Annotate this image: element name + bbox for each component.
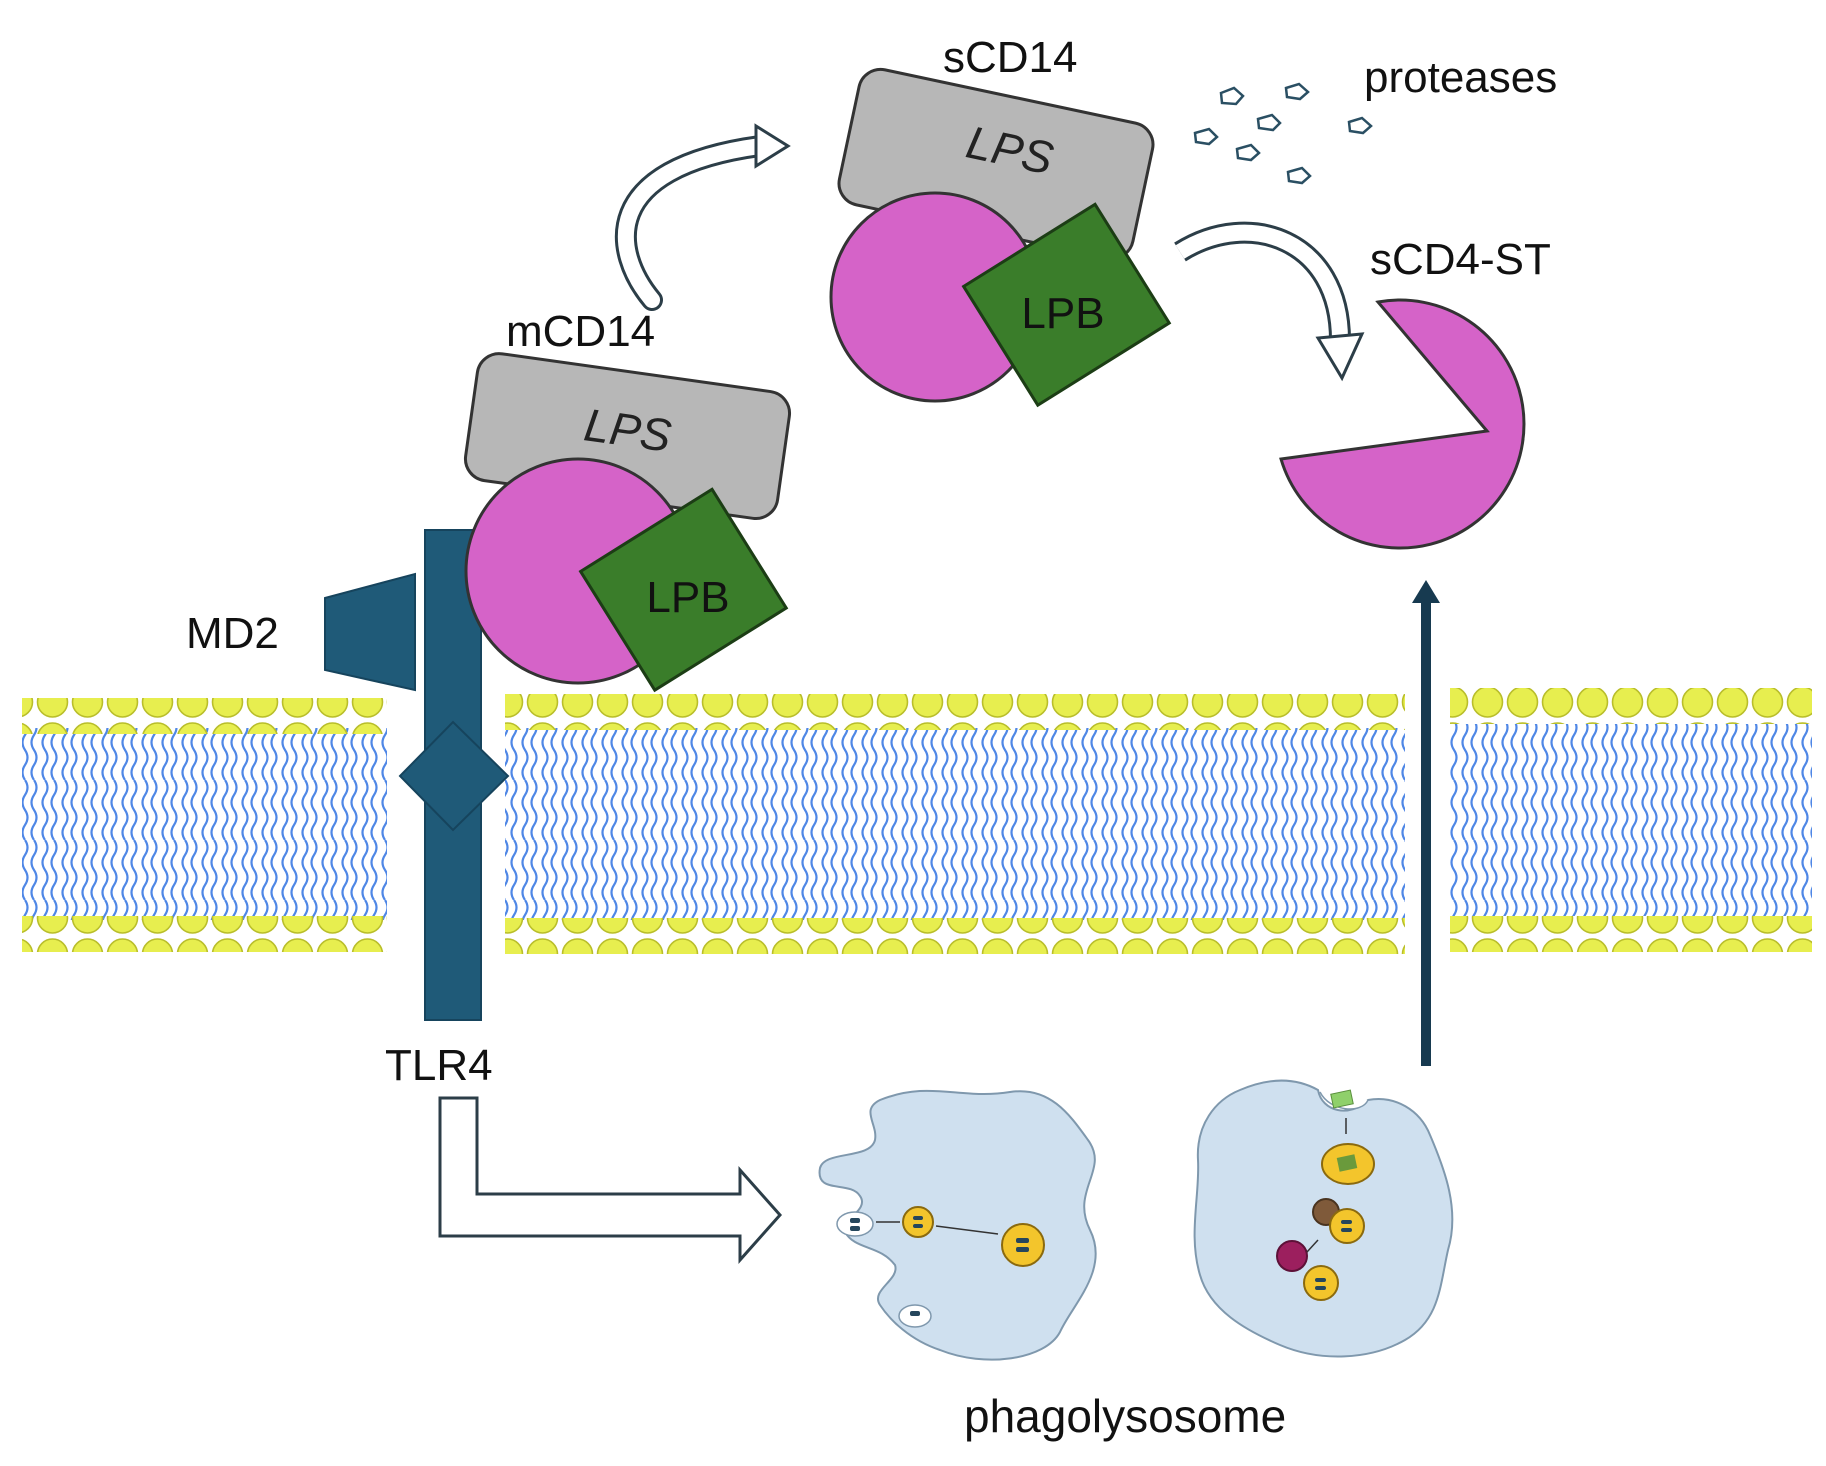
lpb-label-top: LPB — [1021, 289, 1104, 338]
scd4st-fragment — [1279, 298, 1526, 550]
membrane-segment-left — [22, 698, 387, 952]
phagocyte-cell-right — [1193, 1079, 1454, 1358]
proteases-label: proteases — [1364, 53, 1557, 102]
membrane-segment-middle — [505, 694, 1405, 954]
scd4st-label: sCD4-ST — [1370, 235, 1551, 284]
phagocyte-cell-left — [818, 1089, 1097, 1361]
tlr4-label: TLR4 — [385, 1041, 493, 1090]
scd14-complex: LPS LPB — [829, 67, 1172, 408]
curved-arrow-to-scd14 — [614, 123, 791, 311]
lpb-label-mid: LPB — [646, 573, 729, 622]
md2-label: MD2 — [186, 609, 279, 658]
arrow-to-phagolysosome — [438, 1096, 783, 1264]
secretion-arrow — [1412, 580, 1440, 1066]
md2-protein — [324, 572, 416, 692]
curved-arrow-to-scd4st — [1174, 221, 1365, 382]
scd14-label: sCD14 — [943, 33, 1078, 82]
cell-membrane — [22, 688, 1812, 954]
membrane-segment-right — [1450, 688, 1812, 952]
phagolysosome-label: phagolysosome — [964, 1390, 1286, 1442]
lps-label-mid: LPS — [581, 398, 675, 462]
mcd14-complex: LPS LPB — [463, 352, 792, 693]
mcd14-label: mCD14 — [506, 307, 655, 356]
tlr4-receptor — [324, 529, 510, 1021]
proteases-icons — [1193, 82, 1373, 185]
